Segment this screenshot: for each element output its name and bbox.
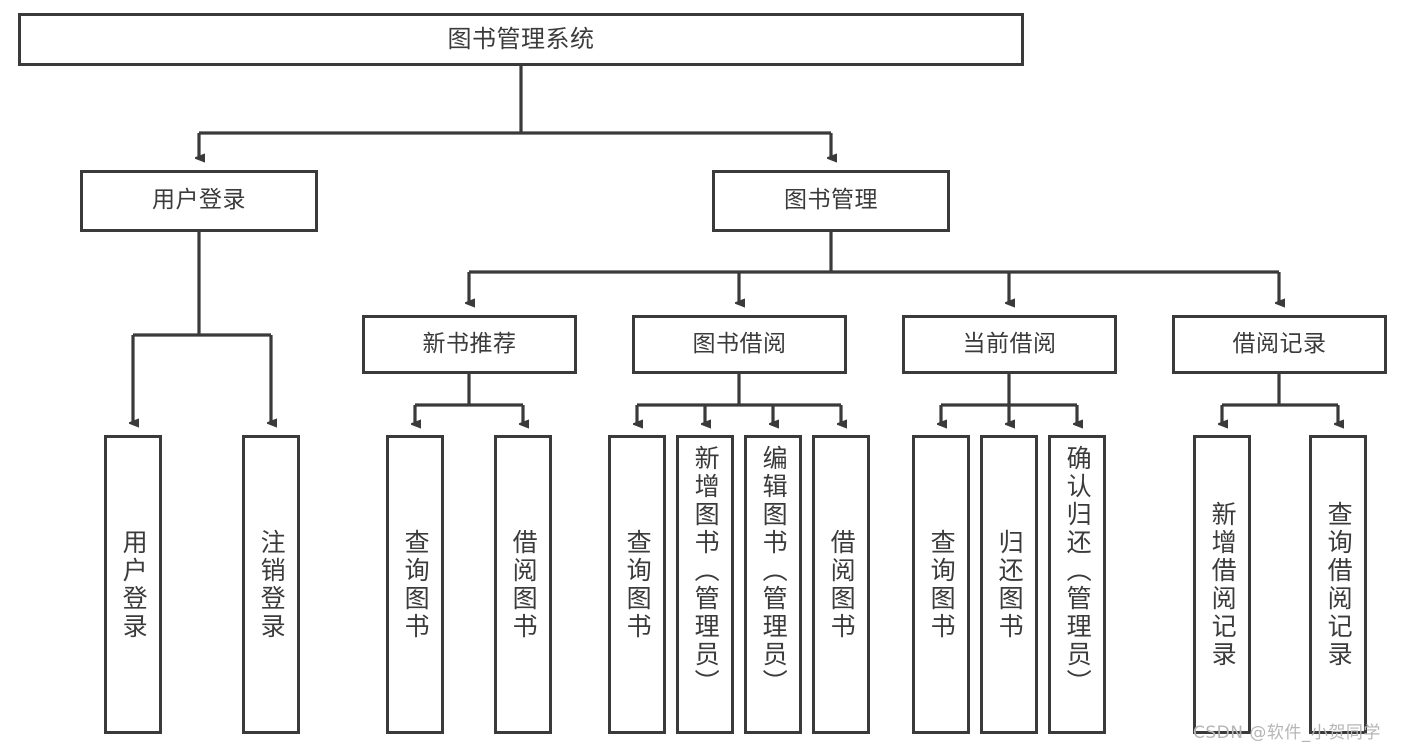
leaf-borrow-book-a[interactable]: 借阅图书 — [494, 435, 552, 734]
node-current-borrow[interactable]: 当前借阅 — [902, 315, 1117, 374]
node-borrow-record[interactable]: 借阅记录 — [1172, 315, 1387, 374]
leaf-edit-book-label: 编辑图书（管理员） — [759, 445, 789, 697]
leaf-query-book-b[interactable]: 查询图书 — [608, 435, 666, 734]
leaf-confirm-return-label: 确认归还（管理员） — [1063, 445, 1093, 697]
leaf-user-login[interactable]: 用户登录 — [104, 435, 162, 734]
leaf-logout-label: 注销登录 — [257, 528, 287, 641]
node-user-login-label: 用户登录 — [152, 187, 246, 214]
leaf-edit-book[interactable]: 编辑图书（管理员） — [744, 435, 802, 734]
leaf-user-login-label: 用户登录 — [119, 528, 149, 641]
node-borrow-record-label: 借阅记录 — [1232, 330, 1327, 357]
csdn-watermark: CSDN @软件_小贺同学 — [1193, 723, 1381, 743]
leaf-borrow-book-a-label: 借阅图书 — [509, 528, 539, 641]
node-current-borrow-label: 当前借阅 — [962, 330, 1057, 357]
leaf-add-book-label: 新增图书（管理员） — [691, 445, 721, 697]
node-book-manage[interactable]: 图书管理 — [712, 170, 950, 232]
leaf-add-record-label: 新增借阅记录 — [1208, 500, 1238, 669]
node-user-login[interactable]: 用户登录 — [80, 170, 318, 232]
leaf-add-book[interactable]: 新增图书（管理员） — [676, 435, 734, 734]
node-book-borrow-label: 图书借阅 — [692, 330, 787, 357]
node-new-book-rec[interactable]: 新书推荐 — [362, 315, 577, 374]
node-root-label: 图书管理系统 — [447, 25, 595, 54]
node-book-manage-label: 图书管理 — [784, 187, 878, 214]
leaf-logout[interactable]: 注销登录 — [242, 435, 300, 734]
leaf-add-record[interactable]: 新增借阅记录 — [1193, 435, 1251, 734]
leaf-return-book[interactable]: 归还图书 — [980, 435, 1038, 734]
node-root[interactable]: 图书管理系统 — [18, 13, 1024, 66]
leaf-query-book-a-label: 查询图书 — [401, 528, 431, 641]
node-new-book-rec-label: 新书推荐 — [422, 330, 517, 357]
leaf-return-book-label: 归还图书 — [995, 528, 1025, 641]
leaf-query-book-a[interactable]: 查询图书 — [386, 435, 444, 734]
leaf-borrow-book-b-label: 借阅图书 — [827, 528, 857, 641]
leaf-borrow-book-b[interactable]: 借阅图书 — [812, 435, 870, 734]
leaf-query-book-c[interactable]: 查询图书 — [912, 435, 970, 734]
leaf-query-book-c-label: 查询图书 — [927, 528, 957, 641]
leaf-query-record[interactable]: 查询借阅记录 — [1309, 435, 1367, 734]
leaf-query-record-label: 查询借阅记录 — [1324, 500, 1354, 669]
node-book-borrow[interactable]: 图书借阅 — [632, 315, 847, 374]
leaf-query-book-b-label: 查询图书 — [623, 528, 653, 641]
leaf-confirm-return[interactable]: 确认归还（管理员） — [1048, 435, 1106, 734]
